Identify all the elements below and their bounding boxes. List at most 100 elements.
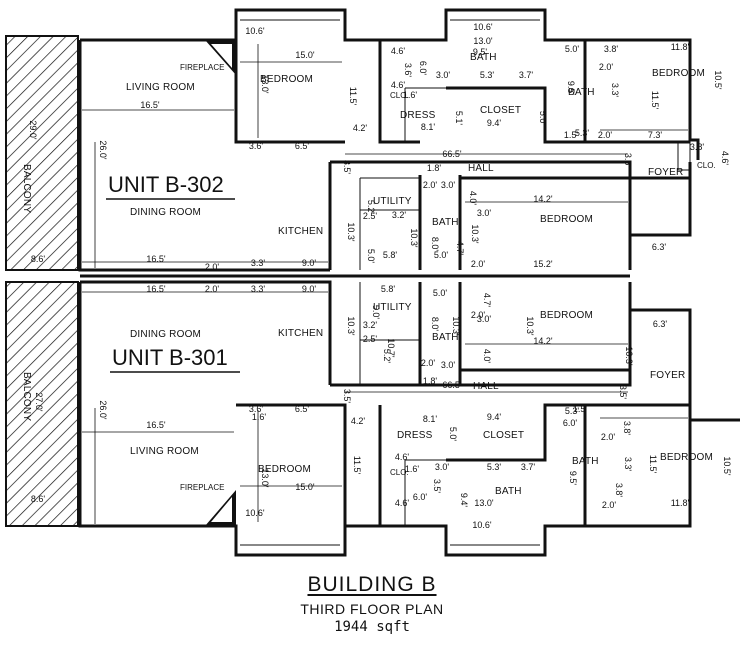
bath-label: BATH [568,87,595,98]
dimension-label: 1.6' [403,90,418,100]
dimension-label: 10.3' [624,346,634,366]
dimension-label: 5.3' [565,406,580,416]
dimension-label: 3.7' [521,462,536,472]
utility-label: UTILITY [373,302,412,313]
dimension-label: 5.2' [366,200,376,215]
area-label: 1944 sqft [334,619,410,635]
dimension-label: 6.5' [295,404,310,414]
dimension-label: 15.0' [295,50,315,60]
dimension-label: 2.5' [363,211,378,221]
dimension-label: 2.0' [471,259,486,269]
dimension-label: 5.8' [383,250,398,260]
dimension-label: 1.6' [252,412,267,422]
dimension-label: 2.0' [601,432,616,442]
dimension-label: 7.3' [648,130,663,140]
bath-label: BATH [432,332,459,343]
dimension-label: 9.0' [302,284,317,294]
dimension-label: 3.8' [690,142,705,152]
dimension-label: 10.3' [346,316,356,336]
dimension-label: 6.0' [563,418,578,428]
dimension-label: 4.2' [351,416,366,426]
hall-label: HALL [473,381,499,392]
dimension-label: 2.0' [598,130,613,140]
dimension-label: 29.0' [28,120,38,140]
dimension-label: 5.3' [575,128,590,138]
dimension-label: 1.8' [423,376,438,386]
dimension-label: 26.0' [98,140,108,160]
dimension-label: 2.0' [599,62,614,72]
dimension-label: 10.6' [245,508,265,518]
dimension-label: 5.3' [480,70,495,80]
dimension-label: 1.5' [573,404,588,414]
dimension-label: 6.0' [418,61,428,76]
dimension-label: 9.5' [568,471,578,486]
dimension-label: 5.8' [381,284,396,294]
dimension-label: 3.3' [251,284,266,294]
dimension-label: 16.5' [140,100,160,110]
dimensions-unit-b302: 10.6' 15.0' 13.0' 11.5' 16.5' 26.0' 29.0' 4.6' 3… [28,22,730,272]
dimension-label: 3.3' [623,457,633,472]
dimension-label: 8.0' [430,237,440,252]
dimension-label: 5.0' [538,111,548,126]
dimension-label: 13.0' [260,468,270,488]
unit-title-b302: UNIT B-302 [108,172,224,197]
bedroom-label: BEDROOM [540,214,593,225]
dimensions-unit-b301: 16.5'2.0'3.3'9.0'5.8'5.0'4.7'5.0'10.3'8.… [31,284,732,530]
kitchen-label: KITCHEN [278,226,323,237]
dimension-label: 3.7' [519,70,534,80]
dimension-label: 3.0' [441,180,456,190]
dimension-label: 5.2' [382,349,392,364]
dimension-label: 11.8' [671,498,690,508]
dimension-label: 3.3' [610,83,620,98]
bedroom-label: BEDROOM [258,464,311,475]
dimension-label: 8.6' [31,494,46,504]
dimension-label: 1.5' [564,130,579,140]
dimension-label: 3.0' [435,462,450,472]
dimension-label: 6.5' [295,141,310,151]
dimension-label: 2.0' [421,358,436,368]
dimension-label: 3.6' [249,404,264,414]
dimension-label: 4.2' [353,123,368,133]
dimension-label: 66.5' [442,380,462,390]
dimension-label: 4.0' [482,349,492,364]
dimension-label: 3.8' [604,44,619,54]
dimension-label: 5.1' [454,111,464,126]
dimension-label: 3.6' [249,141,264,151]
dimension-label: 13.0' [473,36,493,46]
dimension-label: 3.2' [363,320,378,330]
dimension-label: 6.0' [413,492,428,502]
closet-label: CLOSET [483,430,524,441]
dimension-label: 5.0' [371,305,381,320]
dimension-label: 15.2' [533,259,553,269]
hall-label: HALL [468,163,494,174]
dimension-label: 13.0' [260,74,270,94]
fireplace-label: FIREPLACE [180,483,224,492]
dimension-label: 11.8' [671,42,690,52]
dimension-label: 9.5' [473,47,488,57]
balcony-upper [5,35,79,271]
dimension-label: 3.5' [618,385,628,400]
floor-plan-subtitle: THIRD FLOOR PLAN [300,601,444,617]
balcony-lower [5,281,79,527]
dimension-label: 9.5' [566,81,576,96]
dress-label: DRESS [397,430,433,441]
unit-title-b301: UNIT B-301 [112,345,228,370]
unit-b301-walls [78,280,740,557]
dimension-label: 14.2' [533,336,553,346]
dimension-label: 8.0' [430,317,440,332]
floor-plan-drawing: UNIT B-302 LIVING ROOM FIREPLACE BEDROOM… [5,8,740,557]
dimension-label: 11.5' [348,87,358,106]
dimension-label: 10.3' [451,316,461,336]
dimension-label: 5.0' [366,249,376,264]
dimension-label: 10.6' [473,22,493,32]
dimension-label: 3.0' [436,70,451,80]
dimension-label: 4.7' [482,293,492,308]
dimension-label: 5.0' [448,427,458,442]
dimension-label: 4.6' [391,80,406,90]
dimension-label: 4.6' [395,452,410,462]
dimension-label: 1.8' [427,163,442,173]
dimension-label: 2.0' [205,262,220,272]
clo-label: CLO. [390,91,409,100]
dimension-label: 3.8' [622,421,632,436]
fireplace-label: FIREPLACE [180,63,224,72]
